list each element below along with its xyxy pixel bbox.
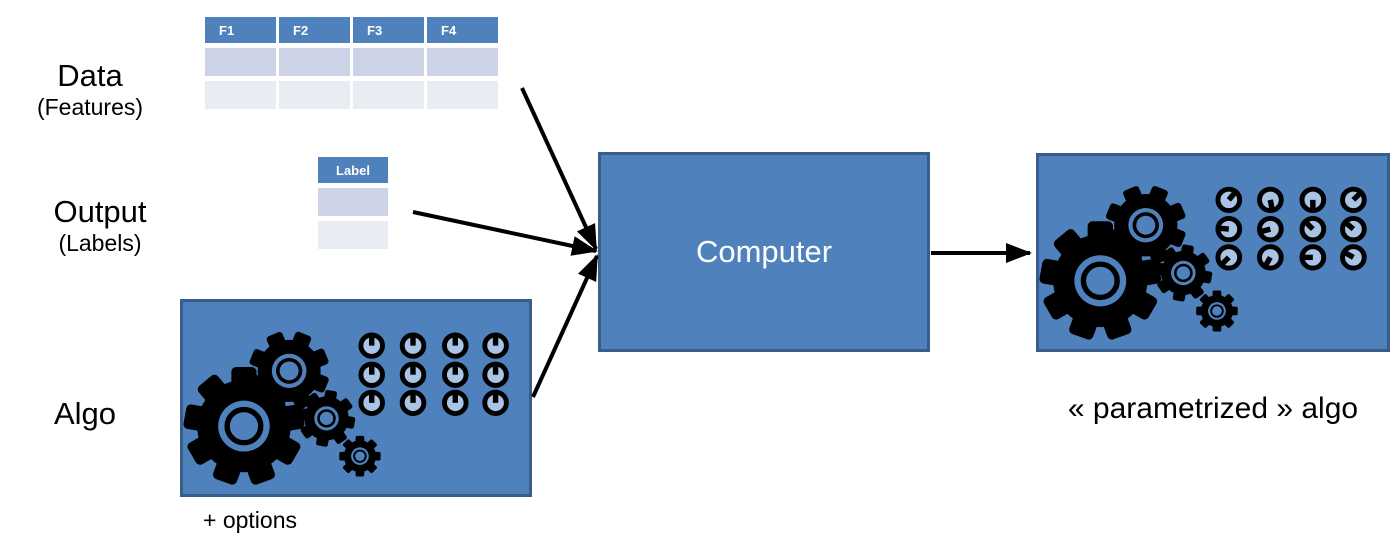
knob-icon [482, 389, 509, 416]
knob-icon [358, 332, 385, 359]
knob-icon [358, 361, 385, 388]
knob-icon [442, 361, 469, 388]
knob-icon [442, 332, 469, 359]
knob-icon [399, 361, 427, 388]
table-cell [318, 221, 388, 249]
table-cell [279, 81, 350, 109]
gear-icon [1105, 185, 1186, 265]
table-row [205, 48, 498, 76]
knob-icon [1299, 215, 1327, 243]
table-cell [205, 48, 276, 76]
table-header-cell: F4 [427, 17, 498, 43]
gear-icon [183, 366, 305, 485]
knob-icon [1256, 244, 1284, 271]
knob-icon [1215, 186, 1243, 214]
knob-icon [399, 389, 427, 416]
knob-icon [1340, 244, 1367, 271]
table-row [318, 188, 388, 216]
table-cell [353, 81, 424, 109]
computer-box: Computer [598, 152, 930, 352]
arrow-labels-table-to-computer-box [412, 210, 598, 256]
knob-icon [482, 361, 509, 388]
data-subtitle: (Features) [36, 93, 144, 120]
output-title: Output [53, 194, 147, 229]
knob-icon [1299, 186, 1327, 214]
knob-icon [442, 389, 469, 416]
table-cell [427, 81, 498, 109]
table-cell [205, 81, 276, 109]
knob-icon [1215, 215, 1243, 243]
algo-title: Algo [53, 396, 117, 431]
gear-icon [297, 390, 356, 447]
knob-icon [482, 332, 509, 359]
table-header-cell: F2 [279, 17, 350, 43]
knob-icon [399, 332, 427, 359]
table-cell [353, 48, 424, 76]
computer-label: Computer [695, 234, 833, 269]
table-header-cell: F3 [353, 17, 424, 43]
knob-icon [1340, 215, 1367, 243]
arrow-features-table-to-computer-box [520, 87, 598, 251]
table-row [318, 221, 388, 249]
result-box [1036, 153, 1390, 352]
table-row [205, 81, 498, 109]
table-cell [427, 48, 498, 76]
knob-icon [358, 389, 385, 416]
algo-box [180, 299, 532, 497]
output-label: Output (Labels) [20, 194, 180, 256]
output-subtitle: (Labels) [58, 229, 142, 256]
data-label: Data (Features) [15, 58, 165, 120]
result-caption: « parametrized » algo [1067, 392, 1359, 425]
table-header-cell: F1 [205, 17, 276, 43]
gears-and-knobs-icon [183, 331, 509, 485]
gears-and-knobs-icon [1039, 185, 1367, 340]
labels-table: Label [315, 152, 391, 254]
knob-icon [1256, 215, 1284, 243]
gear-icon [1196, 290, 1238, 332]
knob-icon [1215, 244, 1243, 271]
table-cell [318, 188, 388, 216]
data-title: Data [57, 58, 123, 93]
knob-icon [1299, 244, 1327, 271]
knob-icon [1340, 186, 1367, 214]
arrow-algo-box-to-computer-box [531, 254, 599, 398]
table-cell [279, 48, 350, 76]
algo-label: Algo [25, 396, 145, 432]
gear-icon [249, 331, 329, 410]
gear-icon [339, 435, 381, 477]
options-note: + options [203, 507, 297, 533]
table-header-cell: Label [318, 157, 388, 183]
knob-icon [1256, 186, 1284, 214]
gear-icon [1154, 244, 1213, 302]
